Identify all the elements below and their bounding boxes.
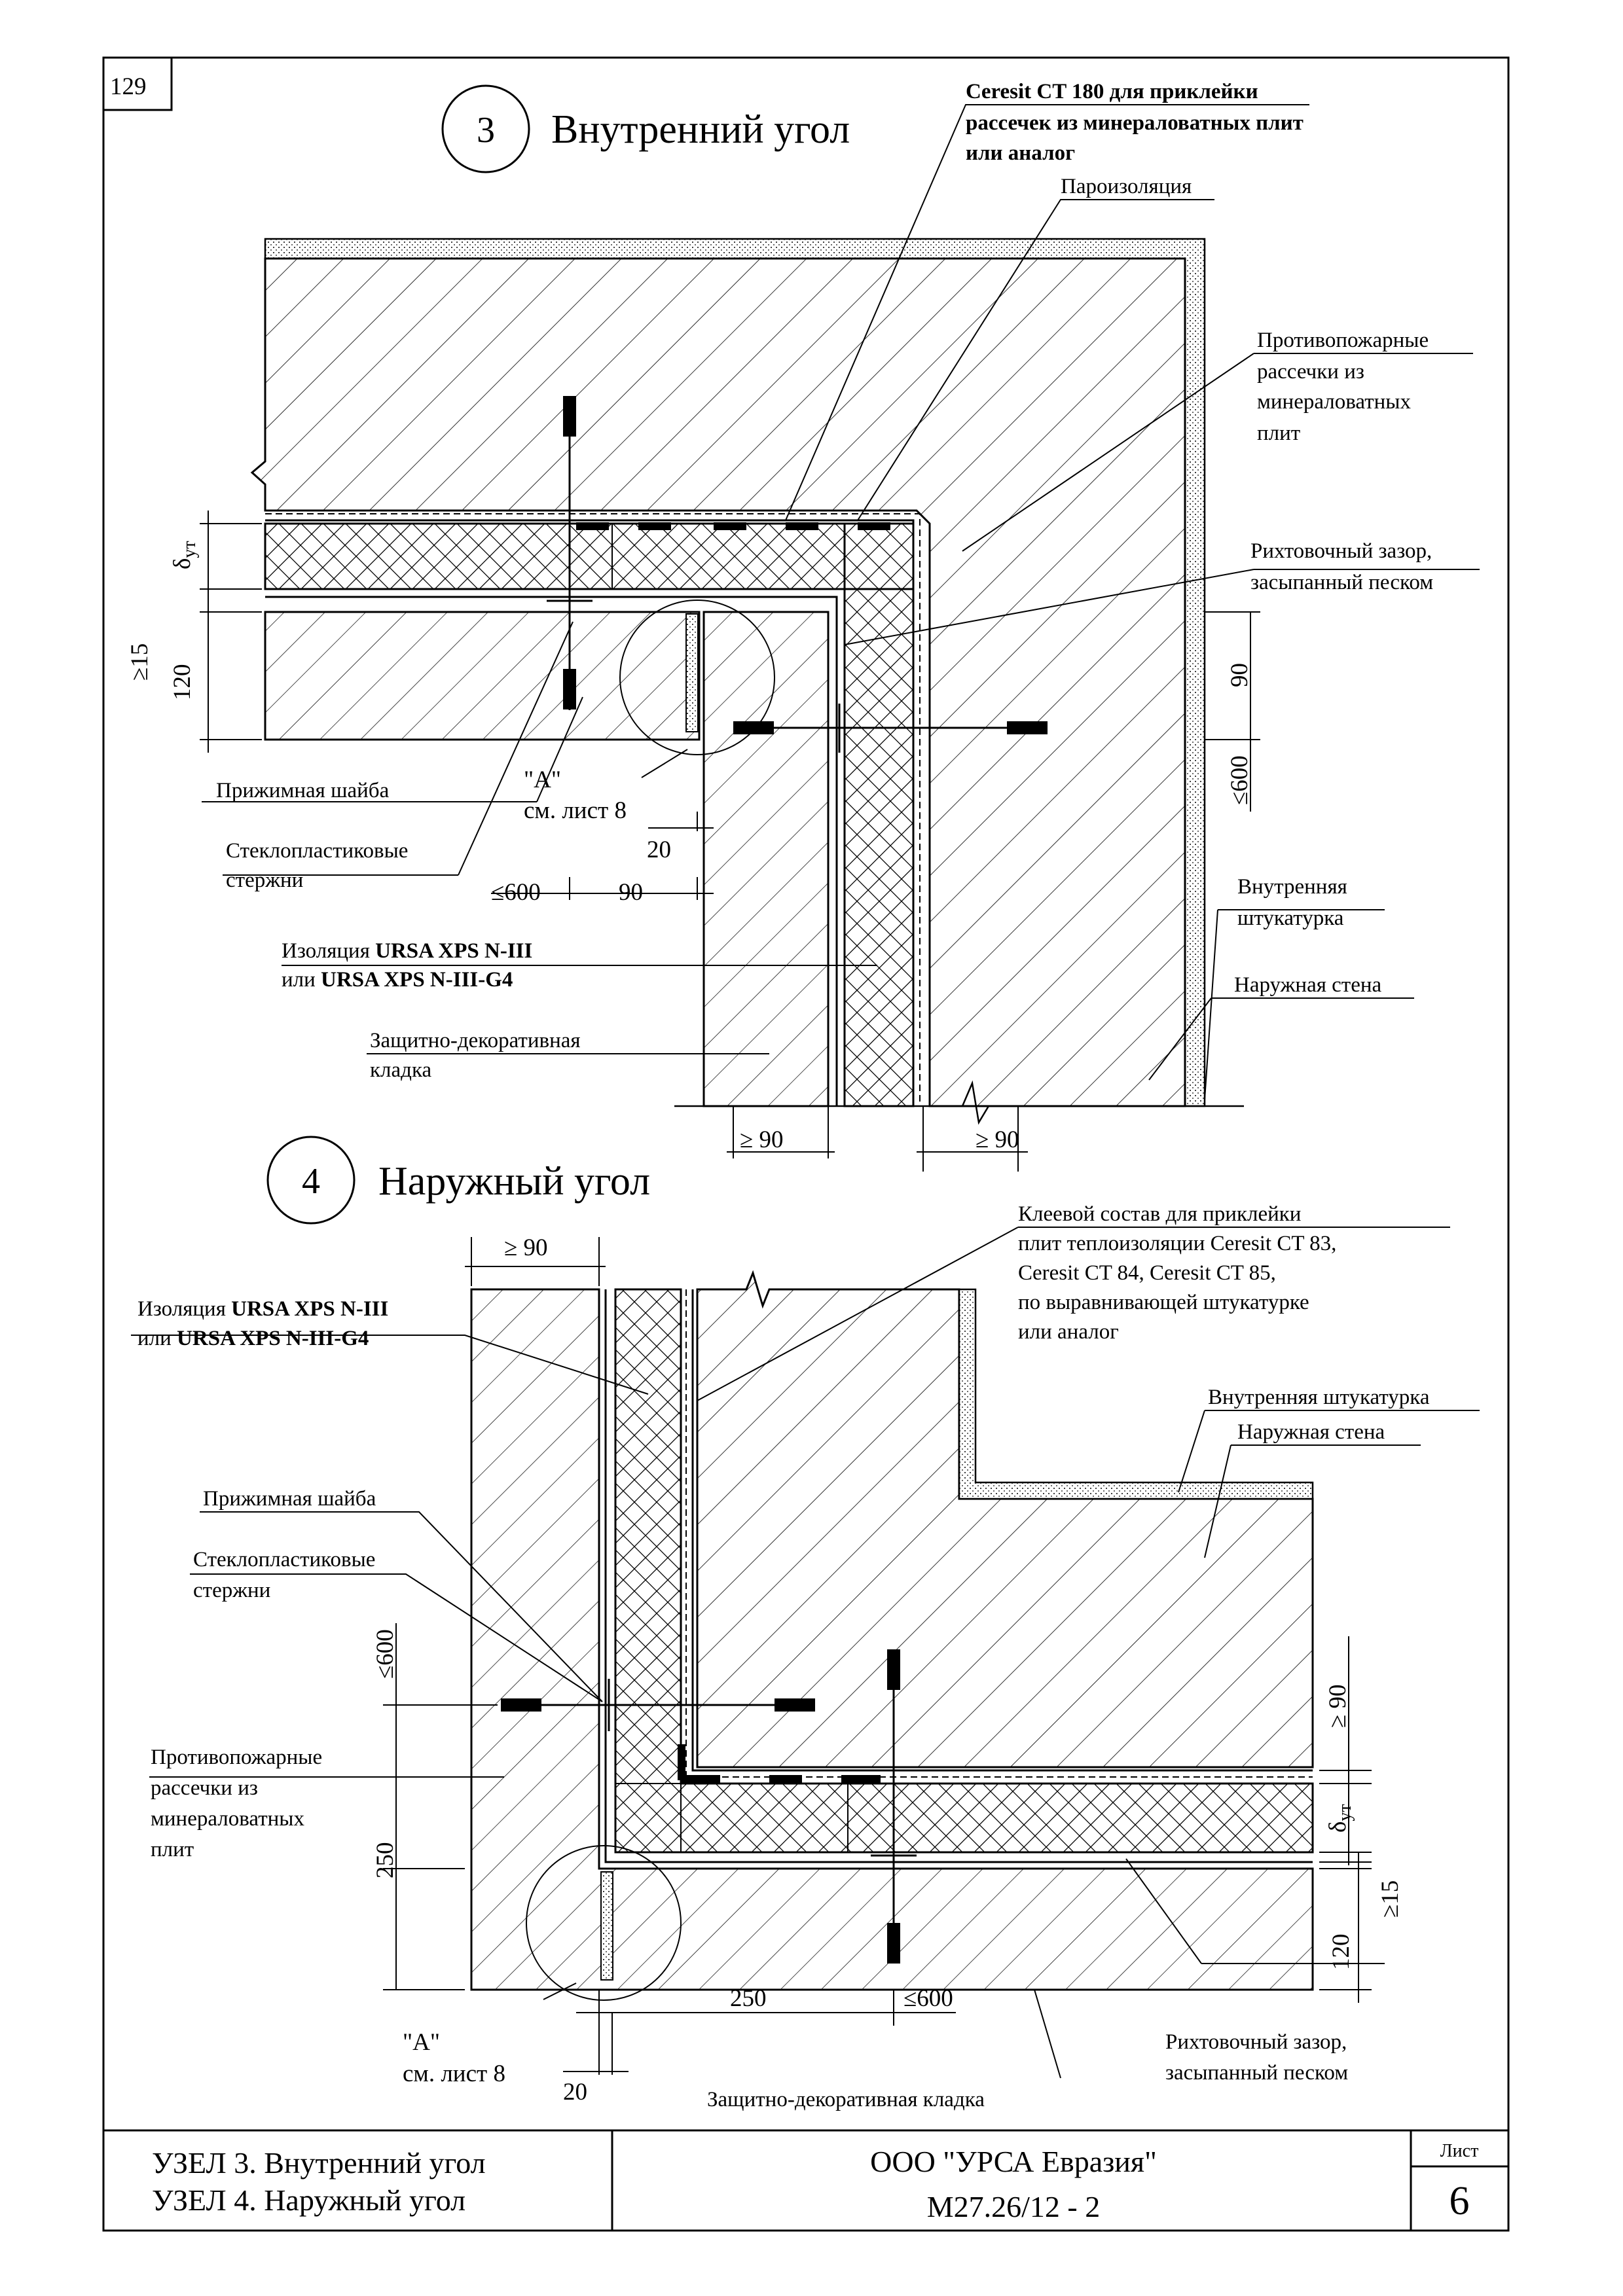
node4-dim-ge90-right: ≥ 90 [1324,1684,1351,1728]
node4-label-washer: Прижимная шайба [203,1487,376,1511]
node4-label-gap: Рихтовочный зазор, засыпанный песком [1165,2030,1353,2085]
node4-label-fire-breaks: Противопожарные рассечки из минераловатн… [151,1746,327,1861]
node3-dim-delta: δут [169,541,200,569]
node3-detail-a-circle [619,600,775,755]
node3-dimension-lines [200,511,1260,1172]
stamp-org: ООО "УРСА Евразия" [870,2145,1157,2178]
node3-dim-ge15: ≥15 [126,643,153,681]
node3-masonry [264,611,701,741]
node4-label-rods: Стеклопластиковые стержни [193,1548,381,1602]
node4-washer-bottom [887,1923,900,1964]
node3-dim-ge90-b: ≥ 90 [976,1126,1019,1153]
node4-dim-250-v: 250 [372,1842,399,1879]
node3-glue-layer [265,513,921,1106]
node4-dimension-lines [383,1237,1372,2075]
node3-label-wall: Наружная стена [1234,973,1382,997]
node4-label-insulation2: или URSA XPS N-III-G4 [137,1327,369,1350]
node3-label-gap: Рихтовочный зазор, засыпанный песком [1250,539,1438,594]
node4-washer-left [501,1698,541,1712]
node4-dim-120: 120 [1328,1934,1355,1971]
node4-masonry [470,1288,1314,1991]
node3-dim-20: 20 [647,836,671,863]
sheet-frame [102,56,1510,2232]
node4-washer-top [887,1649,900,1690]
node4-dim-250-h: 250 [730,1985,767,2012]
node3-gap [265,596,838,1106]
node3-outer-wall [250,257,1186,1107]
node3-label-masonry: Защитно-декоративная кладка [370,1029,586,1082]
node3-dim-le600: ≤600 [491,879,541,906]
node3-ref-sheet: см. лист 8 [524,797,627,824]
node3-washer-top [563,396,576,437]
node3-masonry-v [702,611,830,1107]
node4-ref-sheet: см. лист 8 [403,2060,505,2087]
node4-wall [696,1270,1314,1768]
node3-label-insulation: Изоляция URSA XPS N-III [282,939,532,963]
node3-joint [685,613,699,732]
node3-dim-120: 120 [169,664,196,701]
node3-label-vapor: Пароизоляция [1061,175,1192,198]
node3-leaders [202,104,1480,1100]
node4-glue-spots [678,1744,881,1783]
page-number: 129 [110,73,147,100]
node4-detail-a-circle [526,1845,682,2001]
node4-number: 4 [302,1161,320,1202]
node4-dim-20: 20 [563,2079,587,2106]
node4-dim-delta: δут [1324,1804,1355,1833]
node3-dim-le600-right: ≤600 [1226,755,1253,805]
node3-washer-left [733,721,774,734]
node4-dim-ge15: ≥15 [1377,1880,1404,1918]
node3-label-ceresit: Ceresit CT 180 для приклейки рассечек из… [966,80,1309,165]
node3-label-insulation2: или URSA XPS N-III-G4 [282,968,513,992]
stamp-line-1: УЗЕЛ 3. Внутренний угол [152,2146,486,2179]
node4-label-wall: Наружная стена [1237,1420,1385,1444]
node3-title: Внутренний угол [551,107,850,152]
node4-detail: 4 Наружный угол [131,1136,1480,2111]
stamp-code: М27.26/12 - 2 [927,2190,1101,2223]
node4-plaster [958,1288,1314,1500]
node4-dim-ge90-top: ≥ 90 [504,1234,548,1261]
node3-label-washer: Прижимная шайба [216,779,390,802]
node3-dim-ge90-a: ≥ 90 [740,1126,784,1153]
node3-number: 3 [477,110,495,151]
node4-label-insulation: Изоляция URSA XPS N-III [137,1297,388,1321]
node3-detail: 3 Внутренний угол [126,80,1480,1172]
node4-ref-a: "А" [403,2029,440,2056]
node4-vapor-line [691,1289,1313,1772]
node3-number-circle [441,84,530,173]
node4-title: Наружный угол [378,1159,650,1204]
node3-ref-a: "А" [524,766,561,793]
node4-label-masonry: Защитно-декоративная кладка [707,2088,985,2111]
node4-dim-le600: ≤600 [372,1629,399,1679]
node4-gap [604,1289,1313,1863]
node3-label-fire-breaks: Противопожарные рассечки из минераловатн… [1257,329,1434,445]
node4-washer-right [775,1698,815,1712]
node3-washer-right [1007,721,1048,734]
page-number-box [102,56,173,111]
node4-number-circle [266,1136,356,1225]
stamp-sheet-label: Лист [1440,2141,1479,2161]
node4-label-glue: Клеевой состав для приклейки плит теплои… [1018,1202,1342,1344]
node4-dim-le600-h: ≤600 [903,1985,953,2012]
node4-fire-break-h [680,1783,848,1853]
node3-dim-90-right: 90 [1226,663,1253,687]
node3-washer-bottom [563,669,576,709]
node4-joint [600,1871,613,1981]
stamp-sheet-number: 6 [1450,2179,1470,2223]
title-block: УЗЕЛ 3. Внутренний угол УЗЕЛ 4. Наружный… [103,2129,1508,2231]
stamp-line-2: УЗЕЛ 4. Наружный угол [152,2183,465,2217]
node4-leaders [131,1227,1480,2079]
node3-label-rods: Стеклопластиковые стержни [226,839,414,892]
node3-dim-90: 90 [619,879,643,906]
node3-break-line [674,1080,1244,1125]
node3-glue-spots [576,522,890,530]
node4-label-plaster: Внутренняя штукатурка [1208,1386,1430,1409]
node3-label-plaster: Внутренняя штукатурка [1237,875,1353,930]
